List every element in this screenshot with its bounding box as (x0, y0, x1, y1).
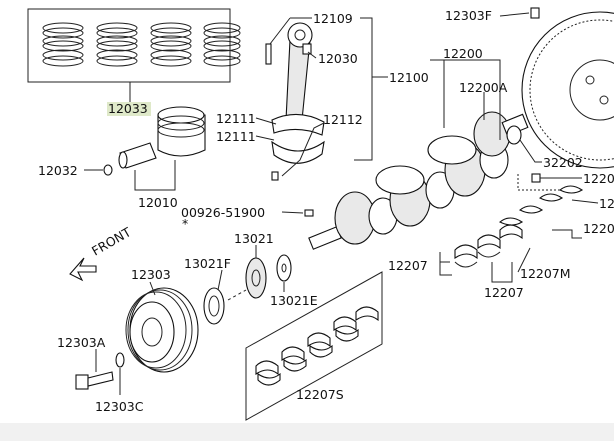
label-00926-note: * (182, 216, 188, 231)
piston (157, 106, 206, 157)
label-12-right[interactable]: 12 (599, 196, 614, 211)
pilot-bushing (506, 125, 522, 145)
label-12303[interactable]: 12303 (131, 267, 171, 282)
woodruff-key (304, 209, 314, 217)
conrod-bearing-shells (454, 224, 523, 268)
label-13021[interactable]: 13021 (234, 231, 274, 246)
label-12303F[interactable]: 12303F (445, 8, 492, 23)
flywheel (521, 11, 614, 169)
label-1220-right-top[interactable]: 1220 (583, 171, 614, 186)
pulley-bolt (75, 371, 114, 390)
standard-bearing-shells (255, 306, 379, 386)
main-bearing-shells (498, 185, 584, 226)
connecting-rod (271, 22, 325, 164)
label-12207-mid[interactable]: 12207 (388, 258, 428, 273)
label-12010[interactable]: 12010 (138, 195, 178, 210)
label-1220-right-bottom[interactable]: 1220 (583, 221, 614, 236)
ring-set-2 (96, 22, 138, 67)
bearing-set-box (245, 271, 383, 421)
label-12109[interactable]: 12109 (313, 11, 353, 26)
label-13021E[interactable]: 13021E (270, 293, 318, 308)
pulley-washer (115, 352, 125, 368)
label-12303A[interactable]: 12303A (57, 335, 106, 350)
label-12200[interactable]: 12200 (443, 46, 483, 61)
ring-set-1 (42, 22, 84, 67)
label-12030[interactable]: 12030 (318, 51, 358, 66)
label-12207M[interactable]: 12207M (520, 266, 571, 281)
piston-ring-sets (42, 22, 241, 67)
label-13021F[interactable]: 13021F (184, 256, 231, 271)
ring-set-4 (203, 22, 241, 67)
front-oil-seal (203, 287, 225, 325)
ring-set-3 (150, 22, 192, 67)
piston-pin (118, 142, 157, 169)
crank-washer (276, 254, 292, 282)
sensor-plug (531, 173, 541, 183)
label-12207S[interactable]: 12207S (296, 387, 344, 402)
label-12100[interactable]: 12100 (389, 70, 429, 85)
label-00926-51900[interactable]: 00926-51900 (181, 205, 265, 220)
label-highlight (107, 102, 151, 116)
rod-nut (271, 171, 279, 181)
label-12200A[interactable]: 12200A (459, 80, 508, 95)
label-12112[interactable]: 12112 (323, 112, 363, 127)
label-32202[interactable]: 32202 (543, 155, 583, 170)
label-12033[interactable]: 12033 (108, 101, 148, 116)
bottom-bar (0, 423, 614, 441)
rod-bushing (302, 43, 312, 55)
pin-snap-ring (103, 164, 113, 176)
label-12207-lower[interactable]: 12207 (484, 285, 524, 300)
label-12303C[interactable]: 12303C (95, 399, 144, 414)
front-direction-arrow (69, 257, 97, 282)
label-12111-lower[interactable]: 12111 (216, 129, 256, 144)
crank-sprocket (245, 257, 267, 299)
label-front: FRONT (89, 224, 134, 259)
label-12032[interactable]: 12032 (38, 163, 78, 178)
crankshaft (308, 111, 529, 250)
flywheel-bolt (530, 7, 540, 19)
rod-bolt (265, 43, 272, 65)
crank-pulley (125, 287, 199, 373)
label-12111-upper[interactable]: 12111 (216, 111, 256, 126)
